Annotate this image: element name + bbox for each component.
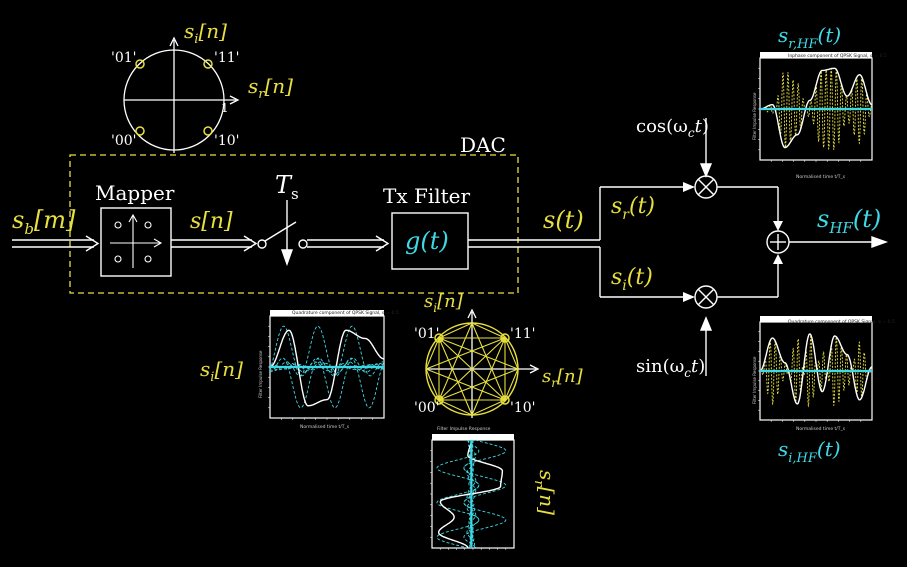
- cb-link: [438, 337, 519, 370]
- cb-link: [425, 368, 506, 401]
- cb-11: '11': [510, 326, 536, 342]
- cb-link: [438, 399, 473, 416]
- cb-transition-lines: [425, 322, 519, 416]
- cb-link: [438, 322, 473, 339]
- cb-link: [504, 368, 519, 401]
- br-title: Quadrature component of QPSK Signal, α =…: [788, 319, 895, 325]
- cb-link: [438, 322, 473, 401]
- mapper-label: Mapper: [95, 181, 175, 205]
- tr-ylabel: Filter Impulse Response: [752, 92, 757, 140]
- pulse-trace: [269, 357, 385, 409]
- ct-00: '00': [111, 133, 137, 149]
- plot-inphase-baseband-rotated: [430, 434, 515, 550]
- ct-10: '10': [214, 133, 240, 149]
- left-title: Quadrature component of QPSK Signal, α =…: [292, 310, 399, 316]
- sr-n-rot-label: sr[n]: [531, 470, 559, 515]
- cb-link: [425, 368, 440, 401]
- pulse-trace: [463, 439, 507, 549]
- plot-title-strip: [432, 434, 514, 440]
- cos-label: cos(ωct): [636, 116, 709, 140]
- si-t-label: si(t): [611, 265, 653, 294]
- si-n-left-label: si[n]: [200, 357, 243, 385]
- lo-arrows: [699, 118, 713, 376]
- tx-filter-label: Tx Filter: [383, 184, 471, 208]
- cb-link: [438, 337, 506, 401]
- cb-link: [471, 322, 506, 339]
- cb-axis-r: sr[n]: [542, 366, 584, 390]
- constellation-top: '01' '11' '00' '10' 1 si[n] sr[n]: [111, 19, 293, 153]
- tr-xlabel: Normalised time t/T_s: [796, 174, 846, 180]
- ct-axis-i: si[n]: [184, 19, 227, 47]
- baseband-sum: [269, 329, 384, 407]
- ct-11: '11': [214, 50, 240, 66]
- cb-axis-i: si[n]: [424, 291, 464, 315]
- ct-01: '01': [111, 50, 137, 66]
- pulse-trace: [269, 357, 385, 409]
- sampler-switch: [257, 200, 308, 267]
- summer-arrowheads: [773, 221, 783, 264]
- cb-10: '10': [510, 400, 536, 416]
- plot-quadrature-baseband: [268, 310, 385, 420]
- filter-output-line: [468, 186, 690, 298]
- pulse-trace: [463, 439, 507, 549]
- output-arrow: [789, 236, 889, 248]
- rot-title: Filter Impulse Response: [437, 426, 491, 432]
- summer: [766, 230, 790, 254]
- mapper-block: [100, 207, 172, 277]
- srhf-label: sr,HF(t): [778, 23, 841, 52]
- ct-axis-r: sr[n]: [248, 74, 293, 102]
- cb-link: [438, 368, 519, 401]
- branch-arrowheads: [683, 182, 695, 302]
- mixer-to-summer-lines: [717, 186, 779, 298]
- br-xlabel: Normalised time t/T_s: [796, 426, 846, 432]
- left-ylabel: Filter Impulse Response: [258, 350, 263, 398]
- cb-link: [471, 399, 506, 416]
- tr-title: Inphase component of QPSK Signal, α = 0.…: [788, 53, 887, 59]
- sampler-output-arrow: [307, 235, 390, 252]
- plot-inphase-hf: [758, 52, 873, 162]
- mapper-constellation-icon: [110, 213, 163, 268]
- plot-title-strip: [760, 316, 872, 322]
- gt-label: g(t): [405, 227, 449, 255]
- hf-envelope: [759, 333, 873, 405]
- cb-link: [504, 337, 519, 370]
- mixer-bottom: [694, 285, 718, 309]
- pulse-trace: [269, 325, 385, 377]
- tx-filter-block: [391, 212, 469, 270]
- left-xlabel: Normalised time t/T_s: [300, 424, 350, 430]
- mixer-top: [694, 175, 718, 199]
- cb-00: '00': [414, 400, 440, 416]
- pulse-trace: [436, 439, 480, 549]
- cb-link: [425, 337, 440, 370]
- pulse-trace: [269, 325, 385, 377]
- dac-box: [69, 154, 519, 294]
- br-ylabel: Filter Impulse Response: [752, 356, 757, 404]
- constellation-bottom: '01' '11' '00' '10' si[n] sr[n]: [414, 291, 584, 418]
- st-label: s(t): [543, 206, 584, 234]
- shf-label: sHF(t): [817, 205, 881, 237]
- dac-label: DAC: [460, 133, 506, 157]
- mapper-output-arrow: [171, 235, 258, 252]
- cb-link: [471, 337, 506, 416]
- plot-quadrature-hf: [758, 316, 873, 422]
- sihf-label: si,HF(t): [778, 437, 841, 466]
- sr-t-label: sr(t): [611, 194, 655, 223]
- plot-title-strip: [760, 52, 872, 58]
- hf-envelope: [760, 67, 873, 149]
- ts-label: Ts: [275, 171, 299, 203]
- cb-link: [425, 337, 506, 370]
- cb-link: [438, 337, 473, 416]
- input-double-arrow: [12, 235, 100, 252]
- cb-01: '01': [414, 326, 440, 342]
- sn-mid-label: s[n]: [190, 209, 233, 234]
- sin-label: sin(ωct): [636, 356, 705, 380]
- cb-link: [471, 322, 506, 401]
- plot-title-strip: [270, 310, 384, 316]
- ct-tick: 1: [221, 101, 229, 115]
- sb-label: sb[m]: [12, 206, 76, 238]
